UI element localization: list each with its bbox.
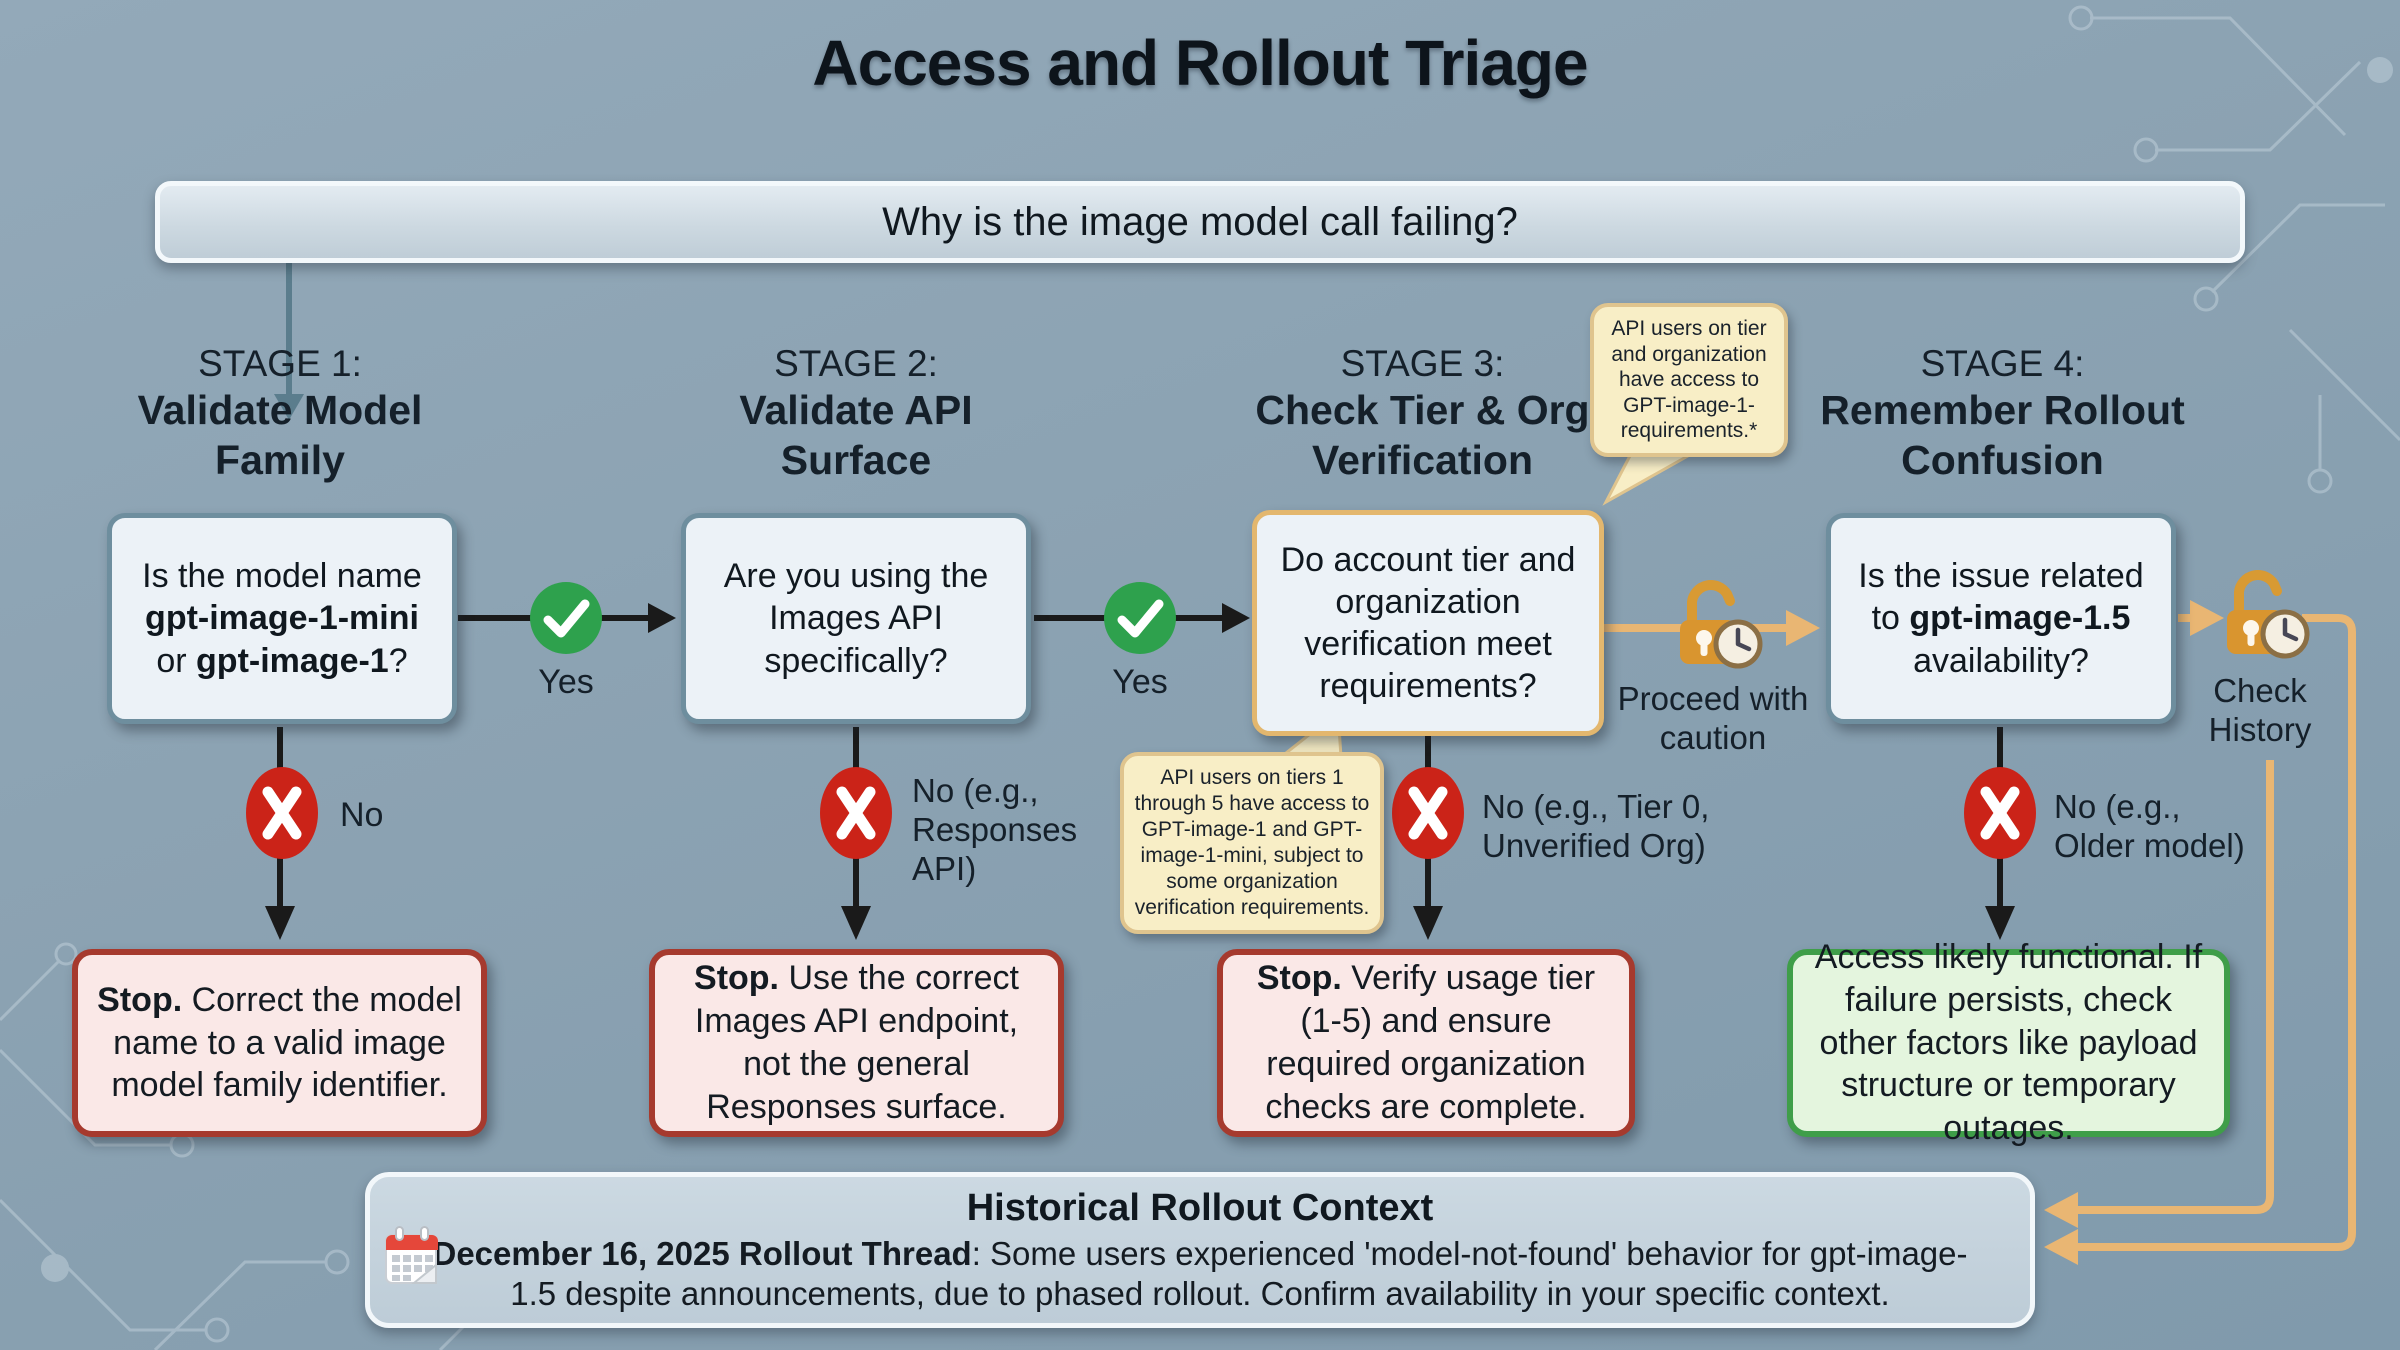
stage3-name: Check Tier & Org Verification — [1255, 387, 1590, 483]
stage2-heading: STAGE 2: Validate API Surface — [666, 342, 1046, 485]
stage4-question-text: Is the issue related to — [1858, 557, 2144, 638]
stage4-result-box: Access likely functional. If failure per… — [1787, 938, 2230, 1147]
stage1-heading: STAGE 1: Validate Model Family — [90, 342, 470, 485]
stage1-stop-text: Correct the model name to a valid image … — [111, 980, 462, 1105]
stage4-heading: STAGE 4: Remember Rollout Confusion — [1805, 342, 2200, 485]
stage4-label: STAGE 4: — [1920, 343, 2085, 384]
stage3-callout-top-text: API users on tier and organization have … — [1611, 316, 1767, 443]
stage3-stop-box: Stop. Verify usage tier (1-5) and ensure… — [1217, 949, 1635, 1137]
stage2-stop-text: Use the correct Images API endpoint, not… — [694, 959, 1019, 1126]
stage1-question-box: Is the model name gpt-image-1-mini or gp… — [107, 513, 457, 724]
stage3-stop-text: Verify usage tier (1-5) and ensure requi… — [1265, 959, 1596, 1126]
check-icon — [530, 582, 602, 654]
stage2-label: STAGE 2: — [774, 343, 938, 384]
stage2-question-box: Are you using the Images API specificall… — [681, 513, 1031, 724]
stage3-stop-bold: Stop. — [1256, 959, 1342, 998]
calendar-icon — [385, 1226, 438, 1284]
unlocked-padlock-clock-icon — [1680, 580, 1763, 669]
stage1-label: STAGE 1: — [198, 343, 362, 384]
connector-history-outer-return — [2044, 614, 2356, 1265]
stage2-name: Validate API Surface — [739, 387, 973, 483]
stage1-stop-box: Stop. Correct the model name to a valid … — [72, 949, 487, 1137]
stage3-no-label: No (e.g., Tier 0, Unverified Org) — [1482, 788, 1710, 864]
stage3-callout-bottom: API users on tiers 1 through 5 have acce… — [1120, 752, 1384, 934]
page-title: Access and Rollout Triage — [812, 27, 1588, 99]
check-icon — [1104, 582, 1176, 654]
stage2-stop-bold: Stop. — [694, 959, 779, 998]
unlocked-padlock-clock-icon — [2227, 570, 2310, 659]
stage4-question-bold1: gpt-image-1.5 — [1909, 599, 2131, 638]
x-icon — [1964, 767, 2036, 859]
x-icon — [1392, 767, 1464, 859]
stage3-callout-top: API users on tier and organization have … — [1590, 303, 1788, 457]
stage4-result-text: Access likely functional. If failure per… — [1814, 937, 2203, 1148]
stage1-no-label: No — [340, 796, 384, 834]
historical-context-text: : Some users experienced 'model-not-foun… — [510, 1235, 1968, 1313]
stage1-question-bold1: gpt-image-1-mini — [145, 599, 419, 638]
stage1-yes-label: Yes — [538, 663, 594, 701]
x-icon — [820, 767, 892, 859]
stage2-yes-label: Yes — [1112, 663, 1168, 701]
stage1-question-text: Is the model name — [142, 557, 422, 596]
stage1-question-bold2: gpt-image-1 — [196, 641, 389, 680]
stage4-name: Remember Rollout Confusion — [1820, 387, 2185, 483]
stage3-callout-bottom-text: API users on tiers 1 through 5 have acce… — [1134, 765, 1370, 920]
question-banner-text: Why is the image model call failing? — [882, 199, 1518, 244]
stage4-question-box: Is the issue related to gpt-image-1.5 av… — [1826, 513, 2176, 724]
stage3-question-text: Do account tier and organization verific… — [1280, 540, 1576, 706]
stage1-stop-bold: Stop. — [97, 980, 183, 1019]
stage2-no-label: No (e.g., Responses API) — [912, 772, 1078, 887]
stage1-name: Validate Model Family — [137, 387, 423, 483]
historical-context-box: Historical Rollout Context December 16, … — [365, 1172, 2035, 1328]
connector-history-inner-return — [2044, 760, 2274, 1228]
historical-context-title: Historical Rollout Context — [966, 1187, 1434, 1229]
stage4-no-label: No (e.g., Older model) — [2054, 788, 2245, 864]
stage3-label: STAGE 3: — [1340, 343, 1505, 384]
historical-context-date: December 16, 2025 Rollout Thread — [432, 1235, 972, 1272]
stage2-question-text: Are you using the Images API specificall… — [723, 557, 989, 680]
stage3-heading: STAGE 3: Check Tier & Org Verification — [1225, 342, 1620, 485]
stage3-question-box: Do account tier and organization verific… — [1252, 510, 1604, 736]
connector-stage4-history — [2178, 600, 2224, 636]
proceed-with-caution-label: Proceed with caution — [1617, 680, 1809, 756]
stage2-stop-box: Stop. Use the correct Images API endpoin… — [649, 949, 1064, 1137]
historical-context-body: December 16, 2025 Rollout Thread: Some u… — [420, 1234, 1980, 1315]
check-history-label: Check History — [2208, 672, 2312, 748]
question-banner: Why is the image model call failing? — [155, 181, 2245, 263]
x-icon — [246, 767, 318, 859]
